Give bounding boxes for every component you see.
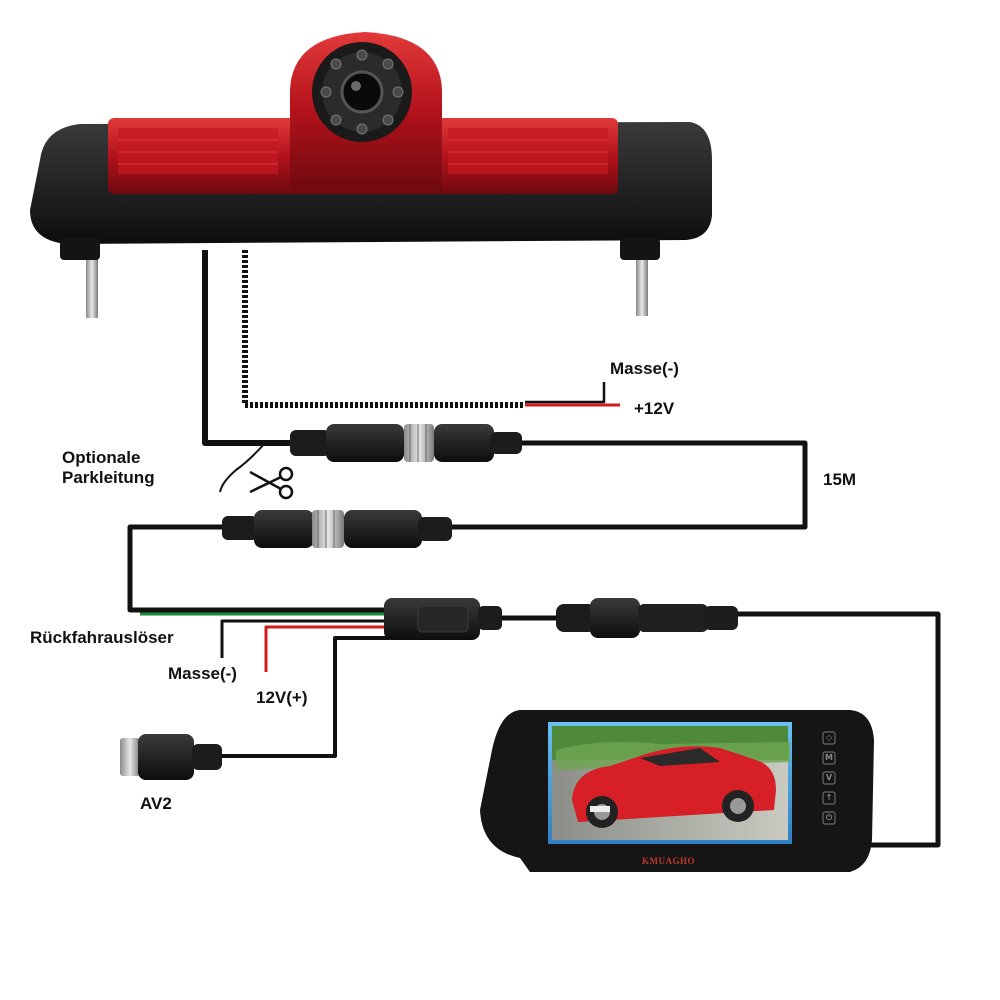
- wire-red-12v-plus: [264, 625, 390, 672]
- mounting-bolt-right: [636, 250, 648, 316]
- camera-cables: [127, 250, 941, 848]
- connector-monitor: [556, 598, 738, 638]
- mounting-bolt-left: [86, 250, 98, 318]
- label-masse-top: Masse(-): [610, 359, 679, 378]
- power-cable-coiled: [242, 250, 525, 408]
- connector-camera-male: [290, 424, 522, 462]
- monitor-button-1[interactable]: ◇: [825, 733, 833, 742]
- label-15m: 15M: [823, 470, 857, 489]
- label-plus12v-top: +12V: [634, 399, 675, 418]
- monitor-button-volume[interactable]: V: [825, 773, 833, 782]
- monitor-button-power[interactable]: ⏻: [825, 813, 833, 822]
- extension-cable-15m: [430, 440, 808, 530]
- infrared-leds: [320, 49, 404, 135]
- brake-light-camera: [30, 32, 712, 318]
- av2-cable: [222, 636, 390, 758]
- monitor-button-up[interactable]: ↑: [825, 793, 833, 802]
- extension-to-harness: [127, 524, 390, 613]
- label-av2: AV2: [140, 794, 172, 813]
- monitor-cable: [735, 611, 941, 848]
- video-cable-camera: [202, 250, 290, 446]
- wire-black-masse: [220, 619, 390, 658]
- label-optionale-parkleitung: Optionale Parkleitung: [62, 448, 155, 487]
- connector-harness: [384, 598, 502, 640]
- connector-extension: [222, 510, 452, 548]
- camera-lens: [340, 70, 384, 114]
- scissors-icon: [249, 466, 294, 500]
- wire-black-masse-top: [525, 382, 606, 404]
- optional-park-wire: [219, 442, 266, 493]
- monitor-brand-logo: KMUAGHO: [642, 856, 695, 866]
- car-image: [552, 726, 790, 840]
- label-12v-plus: 12V(+): [256, 688, 308, 707]
- label-rueckfahrausloeser: Rückfahrauslöser: [30, 628, 174, 647]
- connector-av2: [120, 734, 222, 780]
- label-masse-bottom: Masse(-): [168, 664, 237, 683]
- mirror-monitor: [480, 710, 874, 872]
- monitor-button-menu[interactable]: M: [825, 753, 833, 762]
- monitor-buttons: [822, 731, 836, 825]
